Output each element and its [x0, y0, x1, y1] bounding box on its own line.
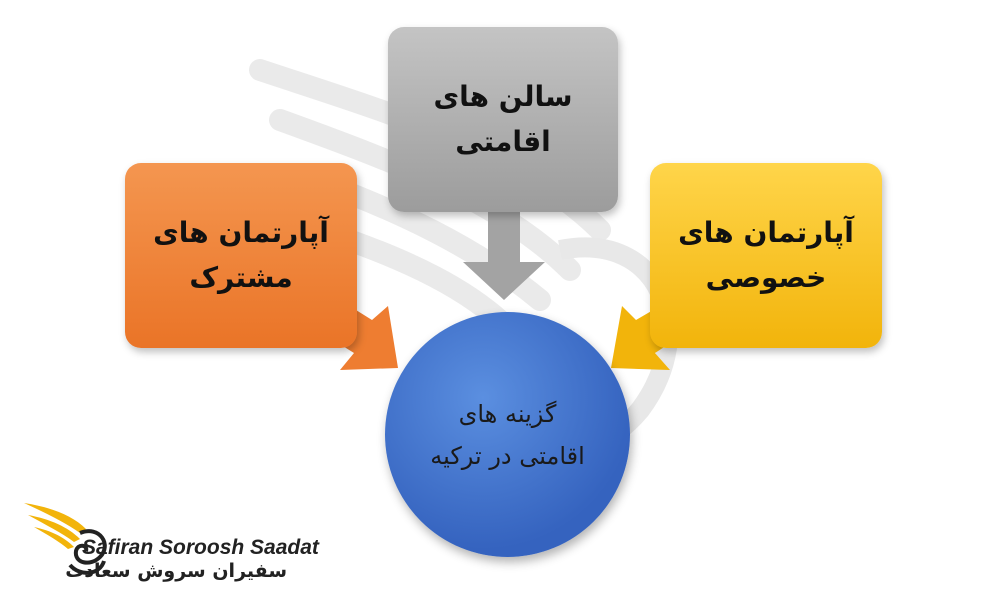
node-accommodation-options-line1: گزینه های [458, 399, 557, 428]
node-accommodation-options-line2: اقامتی در ترکیه [430, 441, 585, 470]
node-residential-halls-label: سالن های اقامتی [433, 79, 573, 158]
node-shared-apartments-line2: مشترک [189, 260, 293, 294]
logo-name-en: Safiran Soroosh Saadat [82, 536, 319, 559]
node-accommodation-options: گزینه های اقامتی در ترکیه [385, 312, 630, 557]
node-shared-apartments-line1: آپارتمان های [153, 215, 329, 249]
node-private-apartments: آپارتمان های خصوصی [650, 163, 882, 348]
node-private-apartments-line1: آپارتمان های [678, 215, 854, 249]
node-shared-apartments: آپارتمان های مشترک [125, 163, 357, 348]
logo-name-fa: سفیران سروش سعادت [65, 560, 287, 582]
wing-logo-icon [24, 503, 107, 575]
node-residential-halls: سالن های اقامتی [388, 27, 618, 212]
node-private-apartments-line2: خصوصی [705, 260, 827, 294]
arrow-down-gray [463, 210, 545, 300]
